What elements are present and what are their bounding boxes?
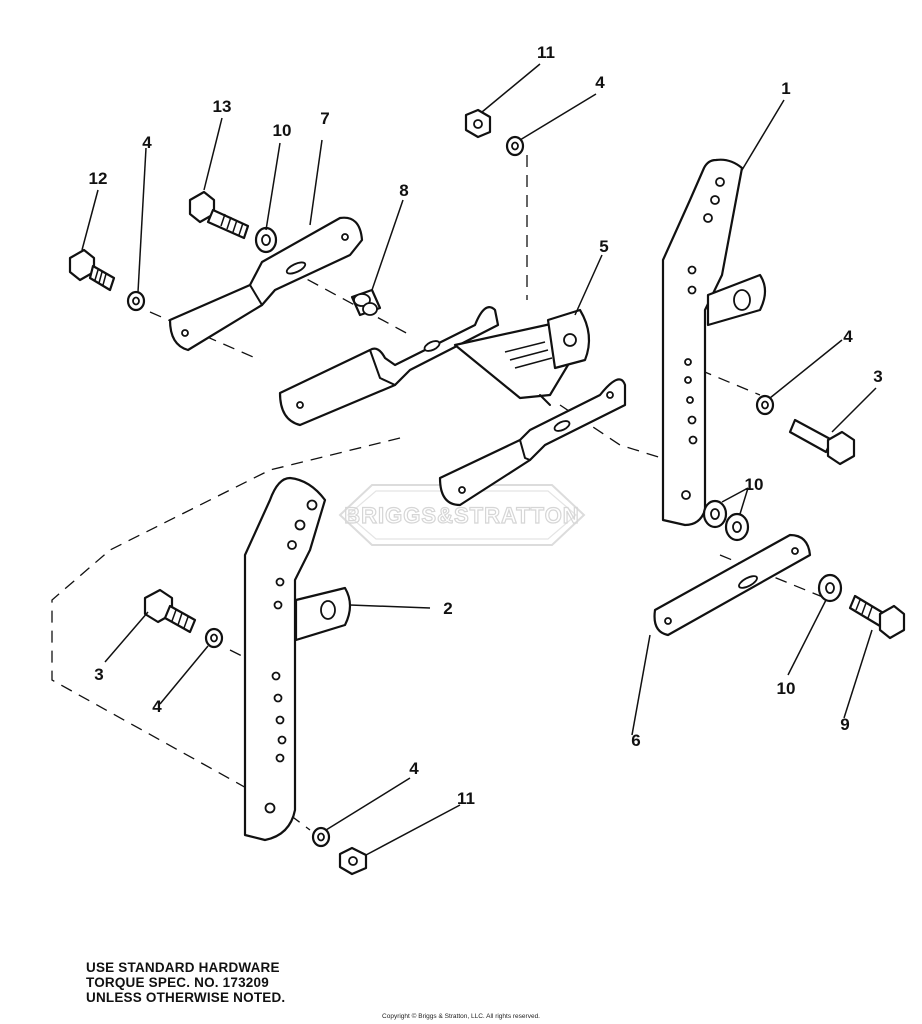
label-part-12: 12 [89, 169, 108, 188]
note-line-3: UNLESS OTHERWISE NOTED. [86, 990, 286, 1005]
leader-lines [81, 63, 877, 856]
part-3-bolt-left [143, 588, 197, 634]
briggs-stratton-watermark: BRIGGS&STRATTON [338, 484, 586, 546]
part-8-spacer [350, 288, 382, 317]
label-part-8: 8 [399, 181, 408, 200]
label-part-11-bottom: 11 [457, 789, 475, 808]
label-part-1: 1 [781, 79, 790, 98]
note-line-2: TORQUE SPEC. NO. 173209 [86, 975, 269, 990]
label-part-2: 2 [443, 599, 452, 618]
label-part-4-lower-left: 4 [152, 697, 162, 716]
lock-washers [126, 135, 775, 848]
part-7-strap [168, 216, 364, 352]
part-2-left-bracket [243, 476, 352, 842]
label-part-10-bottom: 10 [777, 679, 796, 698]
label-part-3-left: 3 [94, 665, 103, 684]
label-part-4-left: 4 [142, 133, 152, 152]
part-11-nut-top [464, 108, 492, 139]
part-5-hitch-frame [278, 306, 627, 507]
part-9-bolt [848, 594, 906, 640]
part-number-labels: 1 2 3 3 4 4 4 4 4 5 6 7 8 9 10 10 10 11 … [89, 43, 883, 808]
copyright-notice: Copyright © Briggs & Stratton, LLC. All … [382, 1013, 540, 1020]
part-11-nut-bottom [338, 846, 368, 876]
label-part-4-top: 4 [595, 73, 605, 92]
part-3-bolt-right [788, 418, 856, 466]
label-part-13: 13 [213, 97, 232, 116]
label-part-3-right: 3 [873, 367, 882, 386]
label-part-4-bottom: 4 [409, 759, 419, 778]
part-6-strap [653, 533, 812, 637]
part-13-bolt [188, 190, 250, 240]
label-part-10-right: 10 [745, 475, 764, 494]
flat-washers [254, 226, 843, 603]
watermark-text: BRIGGS&STRATTON [344, 503, 579, 528]
label-part-4-right: 4 [843, 327, 853, 346]
label-part-7: 7 [320, 109, 329, 128]
note-line-1: USE STANDARD HARDWARE [86, 960, 280, 975]
label-part-9: 9 [840, 715, 849, 734]
label-part-5: 5 [599, 237, 608, 256]
part-12-bolt [68, 248, 116, 292]
label-part-11-top: 11 [537, 43, 555, 62]
hardware-note: USE STANDARD HARDWARE TORQUE SPEC. NO. 1… [86, 960, 285, 1005]
label-part-6: 6 [631, 731, 640, 750]
label-part-10-top: 10 [273, 121, 292, 140]
part-1-right-bracket [661, 158, 767, 527]
